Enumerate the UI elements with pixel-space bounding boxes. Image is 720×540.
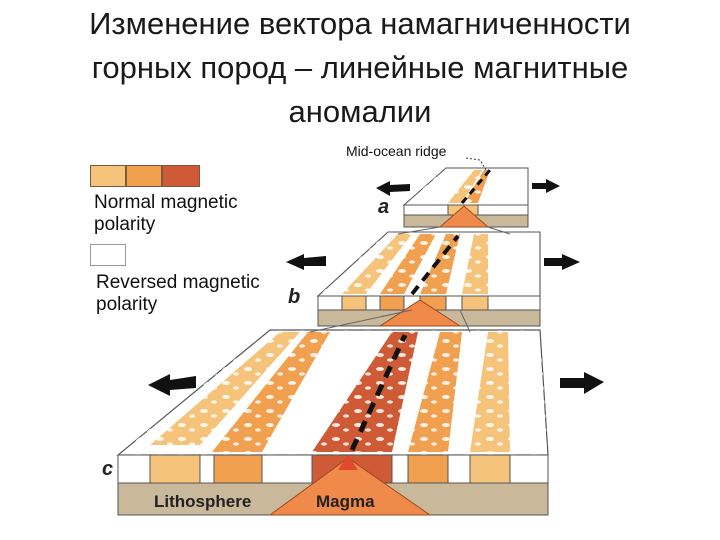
arrow-right-a [532,179,560,193]
legend-swatch-medium [126,165,162,187]
title-line-3: аномалии [288,94,432,129]
panel-label-c: c [102,458,114,480]
ridge-label: Mid-ocean ridge [346,143,447,159]
title-line-1: Изменение вектора намагниченности [89,6,631,41]
legend-normal-label: Normal magnetic polarity [94,192,238,236]
title-line-2: горных пород – линейные магнитные [91,50,629,85]
magma-label: Magma [316,492,375,511]
arrow-left-b [286,254,326,270]
legend-reversed-line-1: Reversed magnetic [96,272,260,293]
legend-swatch-dark [162,165,200,187]
panel-label-b: b [288,286,301,308]
arrow-right-c [560,372,604,394]
legend-normal-line-2: polarity [94,214,156,235]
legend-swatch-reversed [90,244,126,266]
legend-swatch-light [90,165,126,187]
panel-label-a: a [378,196,390,218]
arrow-right-b [544,254,580,270]
slide-title: Изменение вектора намагниченности горных… [0,0,720,134]
lithosphere-label: Lithosphere [154,492,252,511]
legend-reversed-label: Reversed magnetic polarity [96,272,260,316]
arrow-left-c [148,374,196,396]
legend-normal-line-1: Normal magnetic [94,192,238,213]
panel-b-block [286,231,580,333]
legend-reversed-line-2: polarity [96,294,158,315]
panel-c-block [116,329,604,516]
arrow-left-a [376,181,410,196]
panel-a-block [376,157,560,235]
